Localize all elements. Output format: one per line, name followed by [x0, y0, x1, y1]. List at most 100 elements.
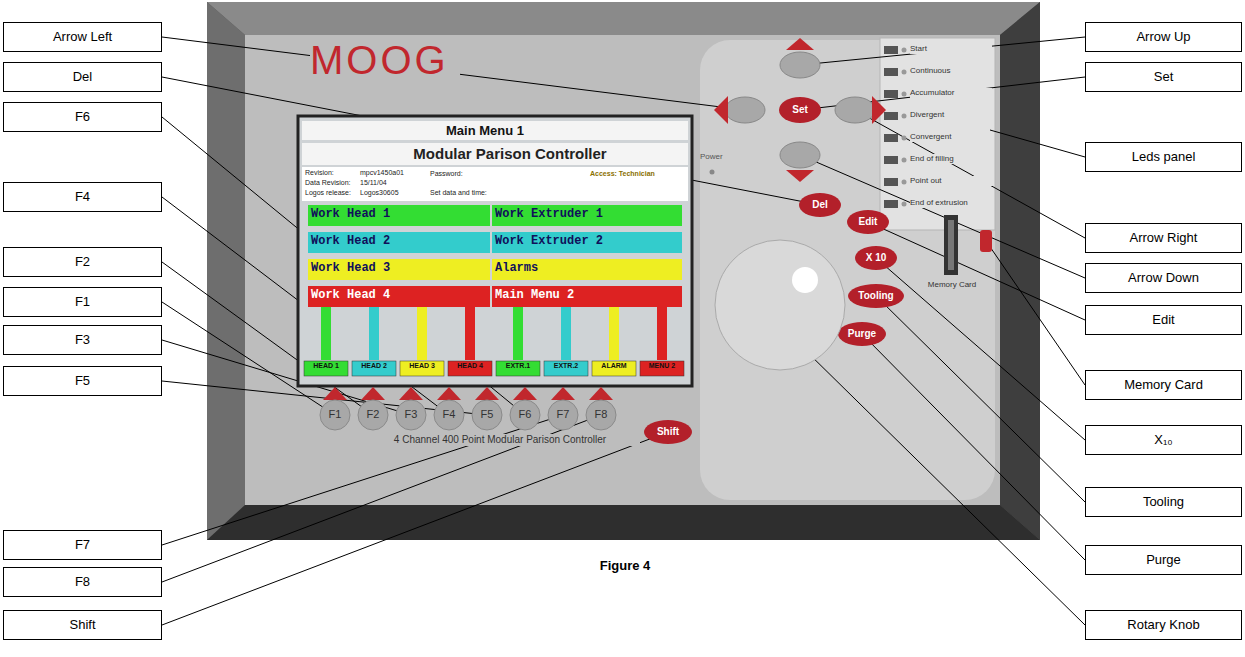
led-icon — [884, 156, 898, 164]
callout-text: Memory Card — [1124, 377, 1203, 393]
panel-label: HEAD 4 — [448, 362, 492, 370]
callout-text: X₁₀ — [1154, 432, 1172, 448]
leader-line — [800, 345, 1085, 625]
f-key-button — [548, 400, 578, 430]
panel-label: Continuous — [910, 66, 992, 76]
panel-label: F7 — [548, 408, 578, 421]
callout-box: Purge — [1085, 545, 1242, 575]
led-icon — [884, 200, 898, 208]
callout-text: F8 — [75, 574, 90, 590]
callout-text: F7 — [75, 537, 90, 553]
soft-key — [448, 361, 492, 376]
callout-box: F5 — [3, 366, 162, 396]
led-dot — [902, 92, 907, 97]
callout-box: F2 — [3, 247, 162, 277]
callout-text: Arrow Up — [1136, 29, 1190, 45]
callout-text: Purge — [1146, 552, 1181, 568]
panel-label: Main Menu 1 — [420, 123, 550, 139]
f-key-arrow — [513, 387, 537, 400]
callout-text: F5 — [75, 373, 90, 389]
callout-box: Arrow Down — [1085, 263, 1242, 293]
soft-key — [400, 361, 444, 376]
callout-box: F7 — [3, 530, 162, 560]
panel-label: F1 — [320, 408, 350, 421]
panel-label: ALARM — [592, 362, 636, 370]
leader-line — [876, 296, 1085, 502]
led-dot — [902, 48, 907, 53]
panel-label: Modular Parison Controller — [340, 145, 680, 163]
panel-label: EXTR.1 — [496, 362, 540, 370]
f-key-arrow — [323, 387, 347, 400]
led-icon — [884, 134, 898, 142]
callout-box: Tooling — [1085, 487, 1242, 517]
panel-label: F3 — [396, 408, 426, 421]
panel-label: Purge — [840, 328, 884, 340]
panel-label: F6 — [510, 408, 540, 421]
callout-text: Leds panel — [1132, 149, 1196, 165]
panel-label: Work Extruder 1 — [495, 207, 679, 221]
led-icon — [884, 68, 898, 76]
callout-box: Leds panel — [1085, 142, 1242, 172]
callout-text: Del — [73, 69, 93, 85]
panel-label: Alarms — [495, 261, 679, 275]
soft-key — [352, 361, 396, 376]
panel-label: Logos release: — [305, 189, 360, 197]
led-dot — [902, 114, 907, 119]
soft-key — [496, 361, 540, 376]
led-dot — [902, 70, 907, 75]
f-key-button — [510, 400, 540, 430]
panel-label: HEAD 2 — [352, 362, 396, 370]
callout-text: F6 — [75, 109, 90, 125]
menu-stem — [609, 307, 619, 360]
f-key-arrow — [475, 387, 499, 400]
f-key-button — [434, 400, 464, 430]
led-icon — [884, 90, 898, 98]
led-icon — [884, 46, 898, 54]
panel-label: End of filling — [910, 154, 992, 164]
panel-label: EXTR.2 — [544, 362, 588, 370]
callout-text: F2 — [75, 254, 90, 270]
leader-line — [862, 334, 1085, 560]
panel-label: F4 — [434, 408, 464, 421]
led-dot — [902, 158, 907, 163]
leader-line — [986, 241, 1085, 385]
leader-line — [800, 155, 1085, 278]
panel-label: Work Head 4 — [311, 288, 487, 302]
callout-box: Shift — [3, 610, 162, 640]
panel-label: HEAD 3 — [400, 362, 444, 370]
leader-line — [868, 222, 1085, 320]
f-key-arrow — [551, 387, 575, 400]
panel-label: Set data and time: — [430, 189, 520, 197]
menu-stem — [513, 307, 523, 360]
panel-label: mpcv1450a01 — [360, 169, 425, 177]
led-icon — [884, 112, 898, 120]
panel-label: Password: — [430, 170, 490, 178]
callout-text: F1 — [75, 294, 90, 310]
panel-label: Work Head 3 — [311, 261, 487, 275]
f-key-arrow — [361, 387, 385, 400]
leader-line — [876, 258, 1085, 440]
panel-label: Memory Card — [926, 280, 978, 290]
callout-box: Set — [1085, 62, 1242, 92]
callout-box: Edit — [1085, 305, 1242, 335]
callout-box: Rotary Knob — [1085, 610, 1242, 640]
panel-label: F5 — [472, 408, 502, 421]
panel-label: F8 — [586, 408, 616, 421]
panel-label: End of extrusion — [910, 198, 992, 208]
menu-stem — [561, 307, 571, 360]
panel-label: 15/11/04 — [360, 179, 425, 187]
callout-text: Rotary Knob — [1127, 617, 1199, 633]
callout-box: Arrow Up — [1085, 22, 1242, 52]
panel-label: Shift — [646, 426, 690, 438]
callout-box: Arrow Right — [1085, 223, 1242, 253]
menu-stem — [369, 307, 379, 360]
callout-text: Arrow Right — [1130, 230, 1198, 246]
led-icon — [884, 178, 898, 186]
callout-text: Edit — [1152, 312, 1174, 328]
panel-label: Revision: — [305, 169, 360, 177]
panel-label: 4 Channel 400 Point Modular Parison Cont… — [360, 434, 640, 446]
soft-key — [640, 361, 684, 376]
led-dot — [902, 136, 907, 141]
callout-box: Del — [3, 62, 162, 92]
panel-label: Set — [780, 104, 820, 116]
